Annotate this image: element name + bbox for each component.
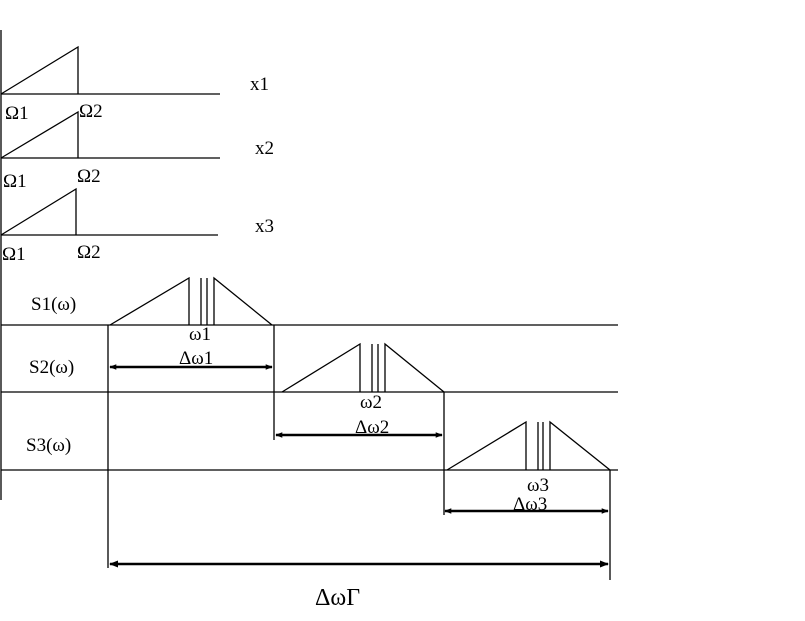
spectrum-triangle — [0, 110, 79, 159]
input-spectrum-x1: Ω1 Ω2 x1 — [0, 45, 269, 124]
omega2-label: Ω2 — [77, 242, 101, 263]
spectrum-label: S3(ω) — [26, 435, 71, 456]
spectrum-label: S2(ω) — [29, 357, 74, 378]
omega2-label: Ω2 — [77, 166, 101, 187]
carrier-label: ω1 — [189, 324, 211, 345]
lower-sideband — [446, 420, 527, 471]
omega1-label: Ω1 — [5, 103, 29, 124]
group-bandwidth-label: ΔωΓ — [315, 585, 360, 611]
spectrum-triangle — [0, 187, 77, 236]
signal-label: x2 — [255, 138, 274, 159]
omega1-label: Ω1 — [2, 244, 26, 265]
input-spectrum-x3: Ω1 Ω2 x3 — [0, 187, 274, 265]
carrier-label: ω3 — [527, 475, 549, 496]
upper-sideband — [213, 276, 273, 326]
upper-sideband — [549, 420, 611, 471]
lower-sideband — [281, 342, 361, 393]
spectrum-triangle — [0, 45, 79, 95]
channel-spectrum-s3: S3(ω) ω3 Δω3 — [26, 420, 611, 515]
channel-spectrum-s2: S2(ω) ω2 Δω2 — [29, 342, 445, 438]
omega1-label: Ω1 — [3, 171, 27, 192]
lower-sideband — [109, 276, 190, 326]
channel-spectrum-s1: S1(ω) ω1 Δω1 — [31, 276, 273, 370]
carrier-label: ω2 — [360, 392, 382, 413]
input-spectrum-x2: Ω1 Ω2 x2 — [0, 110, 274, 192]
bandwidth-label: Δω1 — [179, 348, 213, 369]
upper-sideband — [384, 342, 445, 393]
signal-label: x1 — [250, 74, 269, 95]
signal-label: x3 — [255, 216, 274, 237]
spectrum-label: S1(ω) — [31, 294, 76, 315]
omega2-label: Ω2 — [79, 101, 103, 122]
